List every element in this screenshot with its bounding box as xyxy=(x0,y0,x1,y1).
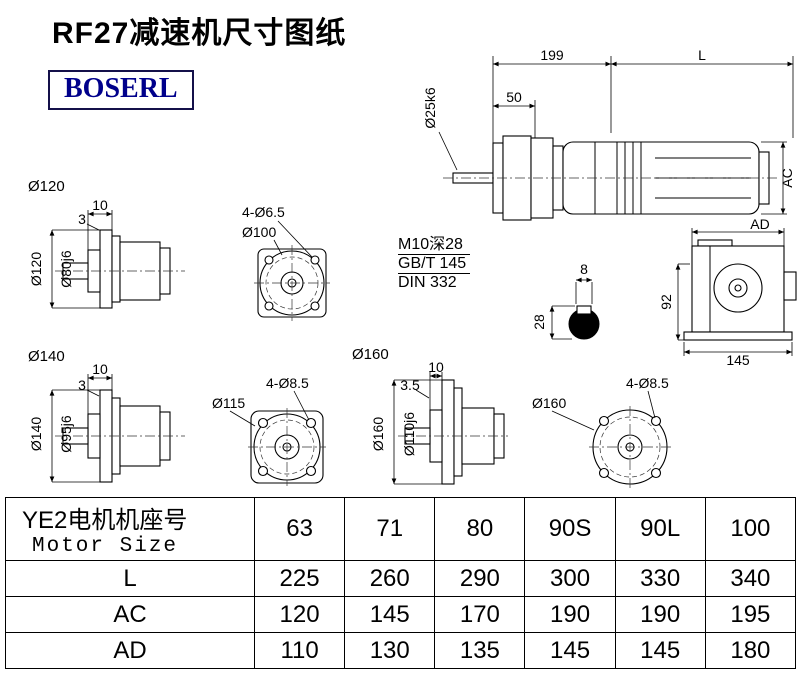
thread-notes: M10深28 GB/T 145 DIN 332 xyxy=(398,236,470,292)
dim-flange-diameter: Ø160 xyxy=(532,395,566,411)
row-label: AC xyxy=(5,596,255,633)
dim-flange-diameter: Ø100 xyxy=(242,224,276,240)
side-housing-drawing: AD 92 145 xyxy=(658,216,797,368)
view-140-label: Ø140 xyxy=(28,348,65,365)
side-housing-geometry xyxy=(675,228,797,356)
note-gb-standard: GB/T 145 xyxy=(398,255,470,274)
table-cell: 170 xyxy=(434,596,526,633)
table-cell: 145 xyxy=(524,632,616,669)
table-cell: 135 xyxy=(434,632,526,669)
dim-ac: AC xyxy=(779,168,795,187)
motor-size-column: 90L xyxy=(614,497,706,561)
flange-115-geometry xyxy=(229,390,326,486)
table-row-ac: AC 120 145 170 190 190 195 xyxy=(5,596,797,633)
dim-3: 3 xyxy=(78,377,86,393)
view-120-geometry xyxy=(49,210,185,309)
table-cell: 110 xyxy=(253,632,346,669)
brand-logo: BOSERL xyxy=(48,70,194,110)
table-row-l: L 225 260 290 300 330 340 xyxy=(5,560,797,597)
table-cell: 300 xyxy=(524,560,616,597)
table-cell: 330 xyxy=(614,560,706,597)
dim-flange-diameter: Ø115 xyxy=(212,395,245,411)
dim-bolt-holes: 4-Ø8.5 xyxy=(626,375,669,391)
motor-size-column: 100 xyxy=(704,497,797,561)
table-header-row: YE2电机机座号 Motor Size 63 71 80 90S 90L 100 xyxy=(5,497,797,561)
flange-115-drawing: Ø115 4-Ø8.5 xyxy=(212,375,326,486)
flange-100-geometry xyxy=(254,220,330,321)
view-140-drawing: 10 3 Ø140 Ø95j6 xyxy=(28,361,185,483)
shaft-end-drawing: 8 28 xyxy=(531,261,600,340)
table-cell: 195 xyxy=(704,596,797,633)
table-header-cn: YE2电机机座号 xyxy=(22,507,188,534)
flange-160-geometry xyxy=(551,390,671,488)
table-cell: 225 xyxy=(253,560,346,597)
table-cell: 190 xyxy=(614,596,706,633)
row-label: L xyxy=(5,560,255,597)
flange-160-drawing: Ø160 4-Ø8.5 xyxy=(532,375,671,488)
shaft-end-geometry xyxy=(549,277,600,340)
dim-outer-diameter: Ø120 xyxy=(28,252,44,286)
table-header-motor-size: YE2电机机座号 Motor Size xyxy=(5,497,255,561)
motor-size-column: 71 xyxy=(344,497,436,561)
note-thread: M10深28 xyxy=(398,236,470,255)
row-label: AD xyxy=(5,632,255,669)
dim-10: 10 xyxy=(428,359,444,375)
dim-bolt-holes: 4-Ø8.5 xyxy=(266,375,309,391)
table-cell: 190 xyxy=(524,596,616,633)
dim-10: 10 xyxy=(92,197,108,213)
view-160-drawing: 10 3.5 Ø160 Ø110j6 xyxy=(370,359,508,485)
dim-spigot-diameter: Ø110j6 xyxy=(401,412,417,456)
flange-100-drawing: 4-Ø6.5 Ø100 xyxy=(242,204,330,321)
dim-145: 145 xyxy=(726,352,750,368)
note-din-standard: DIN 332 xyxy=(398,274,457,291)
page-title: RF27减速机尺寸图纸 xyxy=(52,17,347,50)
dim-l: L xyxy=(698,47,706,63)
view-160-label: Ø160 xyxy=(352,346,389,363)
view-120-label: Ø120 xyxy=(28,178,65,195)
main-assembly-geometry xyxy=(438,56,794,221)
dim-outer-diameter: Ø160 xyxy=(370,417,386,451)
table-cell: 180 xyxy=(704,632,797,669)
motor-size-column: 63 xyxy=(253,497,346,561)
motor-size-column: 90S xyxy=(524,497,616,561)
size-table: YE2电机机座号 Motor Size 63 71 80 90S 90L 100… xyxy=(5,497,797,669)
dim-50: 50 xyxy=(506,89,522,105)
dim-shaft-diameter: Ø25k6 xyxy=(422,87,438,128)
motor-size-column: 80 xyxy=(434,497,526,561)
dim-ad: AD xyxy=(750,216,769,232)
dim-spigot-diameter: Ø95j6 xyxy=(58,415,74,453)
dim-28: 28 xyxy=(531,314,547,330)
view-120-drawing: 10 3 Ø120 Ø80j6 xyxy=(28,197,185,309)
dim-outer-diameter: Ø140 xyxy=(28,417,44,451)
dim-199: 199 xyxy=(540,47,564,63)
table-cell: 260 xyxy=(344,560,436,597)
main-assembly-drawing: 199 L 50 Ø25k6 AC xyxy=(422,47,795,221)
table-row-ad: AD 110 130 135 145 145 180 xyxy=(5,632,797,669)
dim-92: 92 xyxy=(658,294,674,310)
table-cell: 340 xyxy=(704,560,797,597)
dim-spigot-diameter: Ø80j6 xyxy=(58,250,74,288)
table-header-en: Motor Size xyxy=(32,535,179,558)
table-cell: 120 xyxy=(253,596,346,633)
view-140-geometry xyxy=(49,374,185,483)
table-cell: 130 xyxy=(344,632,436,669)
table-cell: 145 xyxy=(614,632,706,669)
view-160-geometry xyxy=(391,372,508,485)
dim-10: 10 xyxy=(92,361,108,377)
table-cell: 290 xyxy=(434,560,526,597)
dim-3-5: 3.5 xyxy=(400,377,420,393)
dim-3: 3 xyxy=(78,211,86,227)
dim-bolt-holes: 4-Ø6.5 xyxy=(242,204,285,220)
dim-key-width: 8 xyxy=(580,261,588,277)
table-cell: 145 xyxy=(344,596,436,633)
